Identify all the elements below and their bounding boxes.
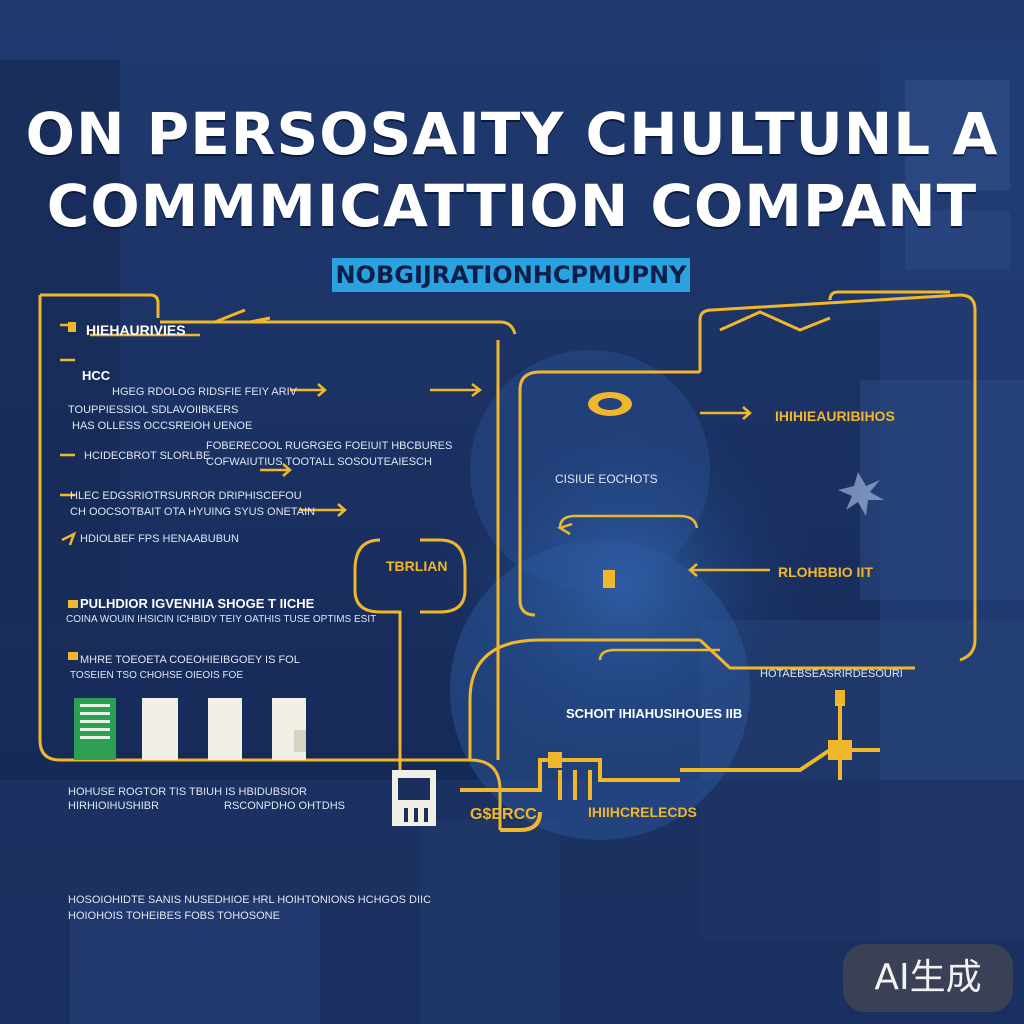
- footer-text: HOIOHOIS TOHEIBES FOBS TOHOSONE: [68, 910, 280, 922]
- left-row: CH OOCSOTBAIT OTA HYUING SYUS ONETAIN: [70, 506, 316, 518]
- left-row: HAS OLLESS OCCSREIOH UENOE: [72, 420, 253, 432]
- left-row: HGEG RDOLOG RIDSFIE FEIY ARIV: [112, 386, 298, 398]
- gold-block-icon: [603, 570, 615, 588]
- left-row: COINA WOUIN IHSICIN ICHBIDY TEIY OATHIS …: [66, 614, 377, 625]
- document-thumbnails: [74, 698, 306, 760]
- right-label: IHIIHCRELECDS: [588, 804, 697, 820]
- left-row: HIRHIOIHUSHIBR: [68, 800, 160, 812]
- left-row: HCIDECBROT SLORLBE: [84, 450, 211, 462]
- center-label: TBRLIAN: [386, 558, 448, 574]
- left-panel-frame: [38, 293, 517, 830]
- left-row: HDIOLBEF FPS HENAABUBUN: [80, 533, 239, 545]
- left-row: TOUPPIESSIOL SDLAVOIIBKERS: [68, 404, 239, 416]
- left-row: HOHUSE ROGTOR TIS TBIUH IS HBIDUBSIOR: [68, 786, 307, 798]
- left-row: MHRE TOEOETA COEOHIEIBGOEY IS FOL: [80, 654, 300, 666]
- left-marker-dots: [68, 322, 78, 660]
- right-label: RLOHBBIO IIT: [778, 564, 873, 580]
- device-icon: [392, 770, 436, 826]
- left-arrows: [60, 323, 483, 546]
- left-row: RSCONPDHO OHTDHS: [224, 800, 346, 812]
- right-label: SCHOIT IHIAHUSIHOUES IIB: [566, 706, 743, 721]
- banner: NOBGIJRATIONHCPMUPNY: [332, 258, 690, 292]
- center-bracket: [353, 538, 467, 770]
- valve-icon: [548, 690, 852, 768]
- right-label: IHIHIEAURIBIHOS: [775, 408, 895, 424]
- left-row: TOSEIEN TSO CHOHSE OIEOIS FOE: [70, 670, 243, 681]
- left-panel-header: HIEHAURIVIES: [86, 322, 186, 338]
- right-arrows: [557, 406, 770, 661]
- compass-star-icon: [838, 472, 884, 516]
- left-row: FOBERECOOL RUGRGEG FOEIUIT HBCBURES: [206, 440, 453, 452]
- ai-generated-watermark: AI生成: [843, 944, 1013, 1012]
- left-row: HCC: [82, 368, 111, 383]
- right-label: CISIUE EOCHOTS: [555, 472, 658, 486]
- title-line-1: ON PERSOSAITY CHULTUNL A: [25, 100, 999, 168]
- right-label: HOTAEBSEASRIRDESOURI: [760, 668, 903, 680]
- title-line-2: COMMMICATTION COMPANT: [46, 172, 978, 240]
- bottom-center-label: G$ERCC: [470, 806, 537, 823]
- left-row: COFWAIUTIUS TOOTALL SOSOUTEAIESCH: [206, 456, 432, 468]
- left-row: HLEC EDGSRIOTRSURROR DRIPHISCEFOU: [70, 490, 302, 502]
- left-row: PULHDIOR IGVENHIA SHOGE T IICHE: [80, 596, 315, 611]
- footer-text: HOSOIOHIDTE SANIS NUSEDHIOE HRL HOIHTONI…: [68, 894, 432, 906]
